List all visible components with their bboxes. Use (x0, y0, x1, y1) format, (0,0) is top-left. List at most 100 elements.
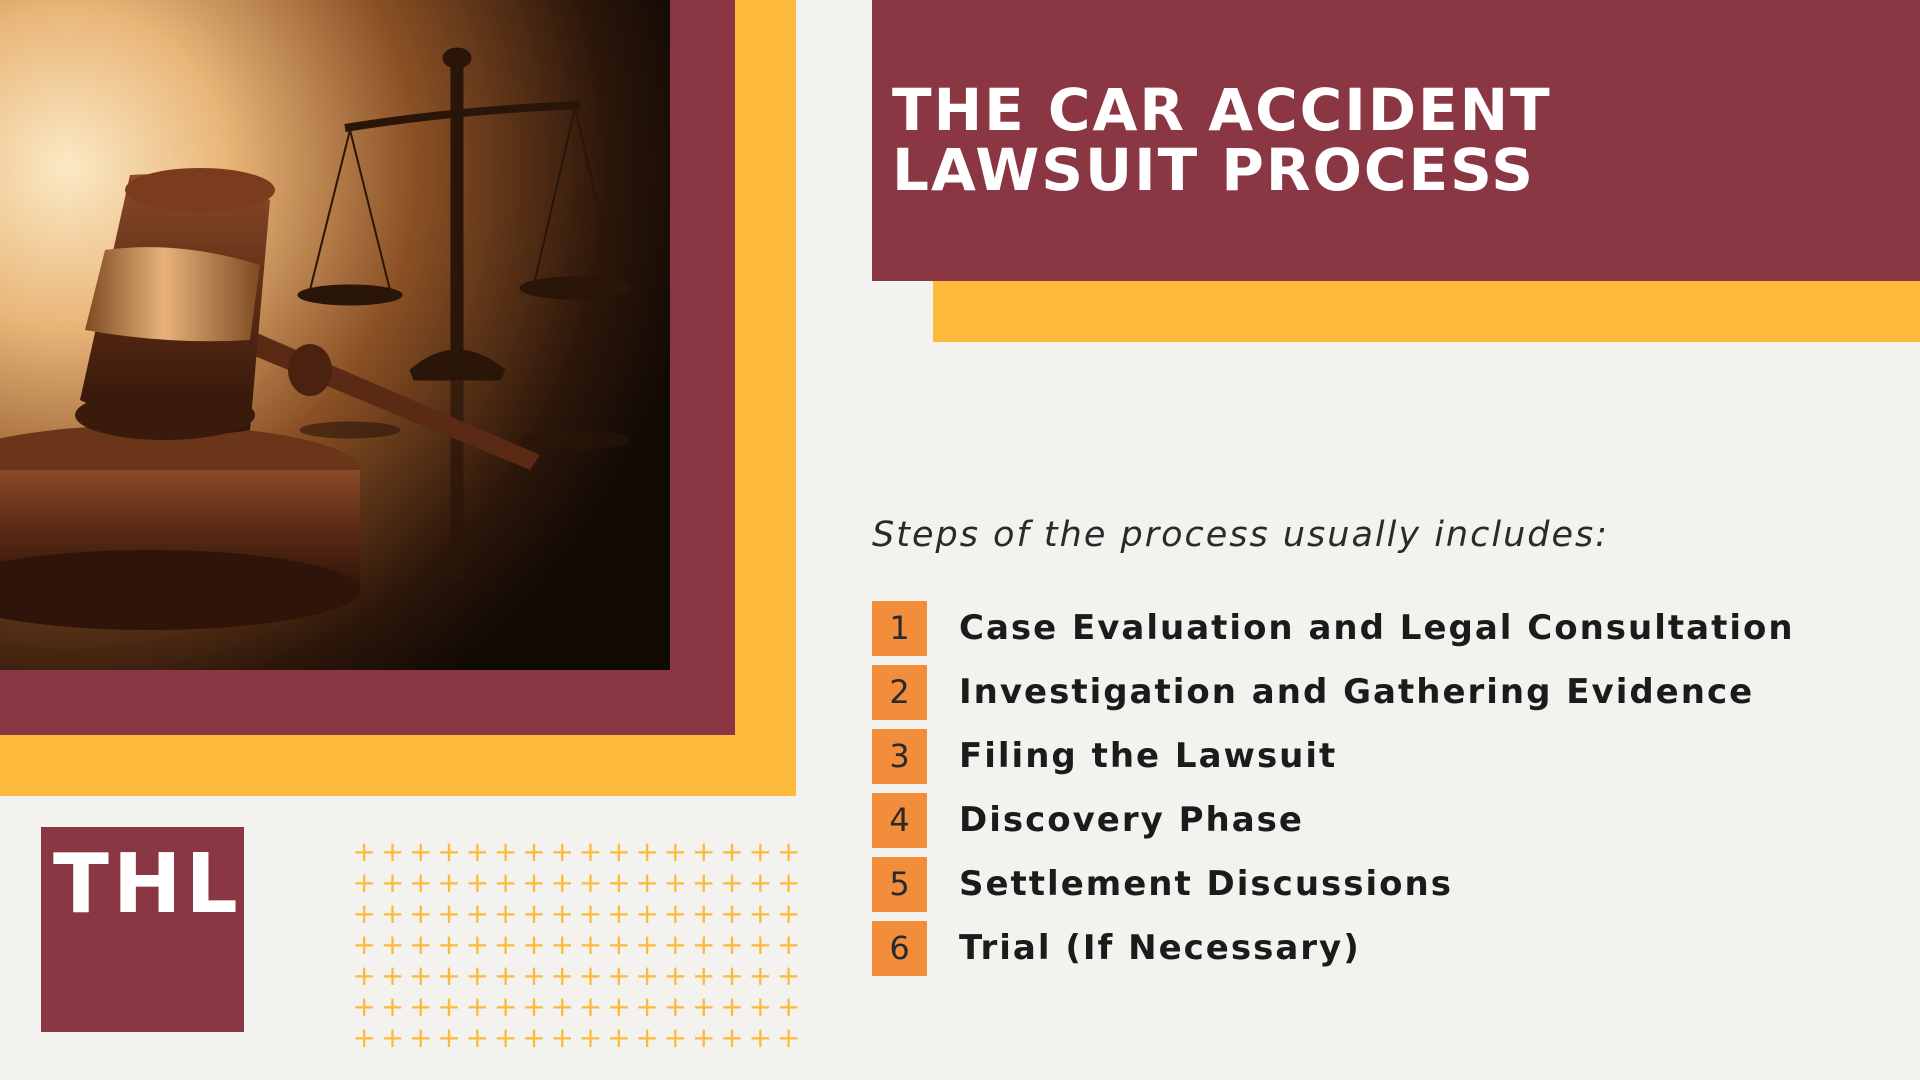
step-number-badge: 4 (872, 792, 927, 848)
plus-icon: + (635, 928, 659, 961)
plus-icon: + (465, 897, 490, 930)
plus-icon: + (409, 959, 433, 992)
plus-icon: + (409, 990, 433, 1023)
plus-icon: + (437, 866, 461, 899)
plus-icon: + (550, 990, 574, 1023)
step-label: Settlement Discussions (959, 864, 1453, 904)
scales-icon (297, 47, 631, 581)
plus-icon: + (493, 928, 518, 961)
plus-icon: + (663, 897, 688, 930)
plus-icon: + (663, 1021, 688, 1054)
plus-icon: + (409, 897, 433, 930)
plus-icon: + (776, 990, 801, 1023)
title-accent-bar (933, 275, 1920, 342)
plus-icon: + (663, 928, 688, 961)
list-item: 1 Case Evaluation and Legal Consultation (872, 600, 1795, 656)
plus-icon: + (409, 835, 433, 868)
plus-icon: + (437, 1021, 461, 1054)
plus-icon: + (550, 928, 574, 961)
step-label: Filing the Lawsuit (959, 736, 1338, 776)
plus-icon: + (409, 866, 433, 899)
plus-icon: + (607, 1021, 631, 1054)
plus-pattern: ++++++++++++++++++++++++++++++++++++++++… (350, 835, 801, 1053)
plus-icon: + (720, 1021, 744, 1054)
plus-icon: + (663, 866, 688, 899)
plus-icon: + (352, 928, 376, 961)
plus-icon: + (409, 928, 433, 961)
plus-icon: + (550, 959, 574, 992)
plus-icon: + (380, 866, 405, 899)
plus-icon: + (578, 866, 603, 899)
plus-icon: + (409, 1021, 433, 1054)
plus-icon: + (465, 835, 490, 868)
plus-icon: + (352, 866, 376, 899)
plus-icon: + (748, 897, 773, 930)
plus-icon: + (607, 897, 631, 930)
title-line-2: LAWSUIT PROCESS (892, 136, 1536, 204)
list-item: 6 Trial (If Necessary) (872, 920, 1795, 976)
plus-icon: + (635, 835, 659, 868)
plus-icon: + (437, 990, 461, 1023)
plus-icon: + (578, 928, 603, 961)
plus-icon: + (720, 928, 744, 961)
plus-icon: + (352, 990, 376, 1023)
plus-icon: + (776, 835, 801, 868)
plus-icon: + (578, 835, 603, 868)
plus-icon: + (465, 990, 490, 1023)
page-title: THE CAR ACCIDENT LAWSUIT PROCESS (892, 80, 1792, 200)
plus-icon: + (607, 928, 631, 961)
plus-icon: + (748, 990, 773, 1023)
list-item: 3 Filing the Lawsuit (872, 728, 1795, 784)
plus-icon: + (663, 959, 688, 992)
step-number-badge: 3 (872, 728, 927, 784)
plus-icon: + (635, 990, 659, 1023)
plus-icon: + (578, 990, 603, 1023)
plus-icon: + (522, 990, 546, 1023)
plus-icon: + (776, 897, 801, 930)
plus-icon: + (578, 1021, 603, 1054)
step-label: Investigation and Gathering Evidence (959, 672, 1755, 712)
plus-icon: + (776, 959, 801, 992)
plus-icon: + (607, 866, 631, 899)
plus-icon: + (776, 928, 801, 961)
plus-icon: + (691, 990, 716, 1023)
plus-icon: + (493, 897, 518, 930)
plus-icon: + (691, 959, 716, 992)
plus-icon: + (578, 959, 603, 992)
plus-icon: + (720, 897, 744, 930)
plus-icon: + (635, 1021, 659, 1054)
plus-icon: + (550, 835, 574, 868)
plus-icon: + (748, 959, 773, 992)
plus-icon: + (522, 866, 546, 899)
plus-icon: + (522, 835, 546, 868)
plus-icon: + (635, 866, 659, 899)
step-number-badge: 2 (872, 664, 927, 720)
plus-icon: + (607, 990, 631, 1023)
plus-icon: + (352, 959, 376, 992)
plus-icon: + (465, 959, 490, 992)
plus-icon: + (437, 835, 461, 868)
plus-icon: + (437, 928, 461, 961)
plus-icon: + (663, 990, 688, 1023)
plus-icon: + (352, 897, 376, 930)
plus-icon: + (522, 1021, 546, 1054)
plus-icon: + (437, 959, 461, 992)
list-item: 5 Settlement Discussions (872, 856, 1795, 912)
plus-icon: + (493, 1021, 518, 1054)
plus-icon: + (522, 959, 546, 992)
steps-list: 1 Case Evaluation and Legal Consultation… (872, 600, 1795, 984)
step-number-badge: 1 (872, 600, 927, 656)
plus-icon: + (493, 835, 518, 868)
plus-icon: + (691, 1021, 716, 1054)
plus-icon: + (691, 866, 716, 899)
plus-icon: + (352, 1021, 376, 1054)
step-number-badge: 5 (872, 856, 927, 912)
plus-icon: + (352, 835, 376, 868)
plus-icon: + (522, 897, 546, 930)
logo-text: THL (53, 837, 242, 932)
plus-icon: + (380, 959, 405, 992)
plus-icon: + (748, 835, 773, 868)
plus-icon: + (720, 866, 744, 899)
plus-icon: + (465, 1021, 490, 1054)
plus-icon: + (380, 897, 405, 930)
